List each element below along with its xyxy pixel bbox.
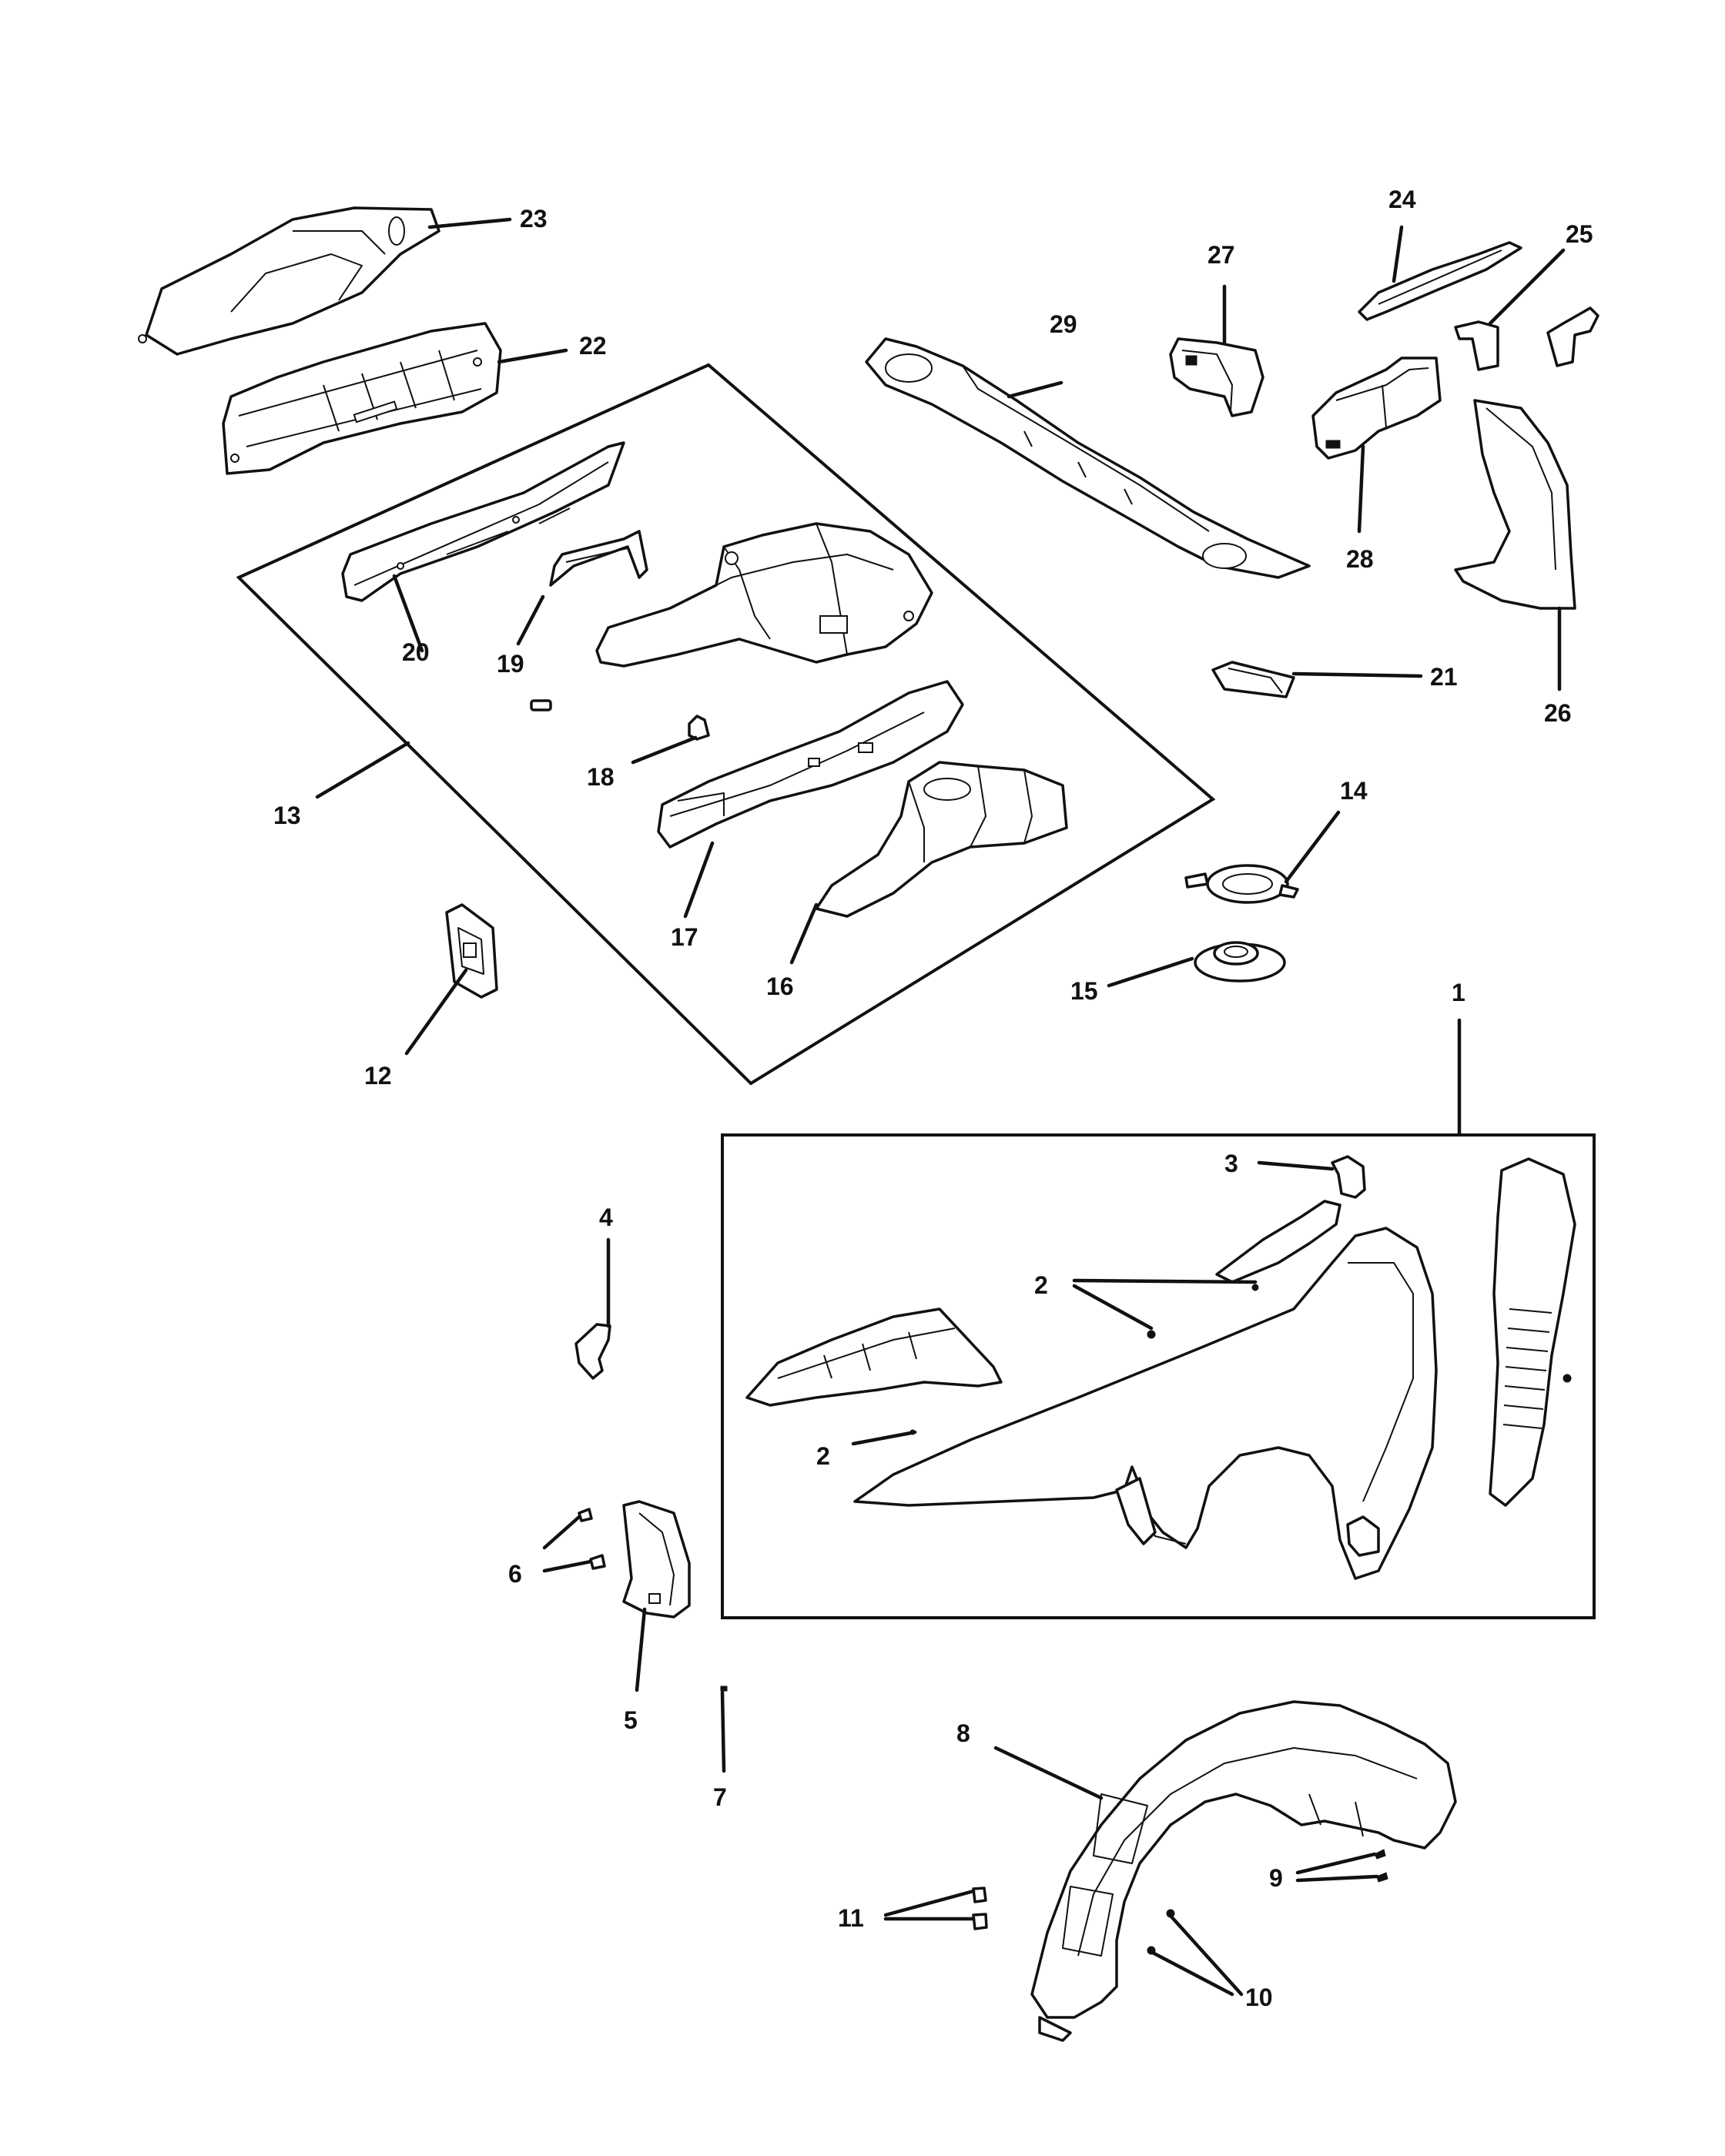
part-28-air-box bbox=[1311, 357, 1442, 460]
part-19-bracket bbox=[549, 530, 648, 587]
callout-15: 15 bbox=[1070, 977, 1098, 1005]
callout-27: 27 bbox=[1208, 241, 1235, 269]
callout-1: 1 bbox=[1452, 979, 1465, 1006]
part-14-insulator-ring bbox=[1184, 864, 1299, 904]
callout-10: 10 bbox=[1245, 1984, 1273, 2011]
callout-6: 6 bbox=[508, 1560, 522, 1588]
part-fender-top-strip bbox=[1215, 1200, 1341, 1284]
part-25-clips bbox=[1454, 306, 1599, 371]
group-13-frame bbox=[236, 363, 1216, 1086]
part-20-rail-reinforcement bbox=[341, 441, 625, 602]
part-8-wheelhouse-liner bbox=[1030, 1700, 1457, 2042]
part-17-front-rail-lower bbox=[657, 680, 964, 849]
callout-13: 13 bbox=[273, 802, 301, 829]
callout-4: 4 bbox=[599, 1204, 613, 1231]
callout-8: 8 bbox=[956, 1719, 970, 1747]
part-22-cowl-member bbox=[222, 322, 502, 475]
callout-16: 16 bbox=[766, 973, 794, 1000]
leader-lines bbox=[315, 217, 1566, 1997]
part-18-bracket-stud bbox=[530, 699, 710, 741]
part-5-bracket bbox=[622, 1500, 691, 1619]
part-21-small-bracket bbox=[1211, 661, 1295, 698]
part-fender bbox=[853, 1227, 1438, 1580]
callout-12: 12 bbox=[364, 1062, 392, 1090]
callout-7: 7 bbox=[713, 1783, 727, 1811]
callout-17: 17 bbox=[671, 923, 698, 951]
group-1-frame bbox=[721, 1133, 1596, 1619]
part-9-fasteners bbox=[1374, 1849, 1388, 1883]
part-24-strip bbox=[1358, 241, 1522, 321]
part-3-hinge-bracket bbox=[1331, 1155, 1366, 1199]
callout-25: 25 bbox=[1566, 220, 1593, 248]
part-7-pin bbox=[720, 1686, 728, 1692]
part-fender-liner-front bbox=[745, 1307, 1003, 1407]
callout-2: 2 bbox=[816, 1442, 830, 1470]
part-26-side-panel bbox=[1454, 399, 1576, 610]
callout-26: 26 bbox=[1544, 699, 1572, 727]
part-fender-side-shield bbox=[1489, 1157, 1576, 1507]
callout-labels: 1 2 2 3 4 5 6 7 8 9 10 11 12 13 14 15 16… bbox=[273, 186, 1593, 2011]
callout-21: 21 bbox=[1430, 663, 1458, 691]
callout-5: 5 bbox=[624, 1706, 638, 1734]
callout-23: 23 bbox=[520, 205, 548, 233]
callout-11: 11 bbox=[838, 1904, 864, 1932]
callout-20: 20 bbox=[402, 638, 430, 666]
part-29-cowl-top bbox=[865, 337, 1311, 579]
callout-14: 14 bbox=[1340, 777, 1368, 805]
callout-28: 28 bbox=[1346, 545, 1374, 573]
part-4-bracket bbox=[574, 1323, 611, 1380]
part-11-clips bbox=[972, 1886, 988, 1930]
callout-2: 2 bbox=[1034, 1271, 1048, 1299]
callout-19: 19 bbox=[497, 650, 524, 678]
part-12-plate bbox=[445, 903, 498, 999]
callout-29: 29 bbox=[1050, 310, 1077, 338]
callout-3: 3 bbox=[1224, 1150, 1238, 1177]
part-16-shock-tower bbox=[815, 761, 1068, 918]
part-27-bracket bbox=[1169, 337, 1264, 417]
callout-9: 9 bbox=[1269, 1864, 1283, 1892]
part-23-dash-panel bbox=[138, 206, 440, 356]
callout-22: 22 bbox=[579, 332, 607, 360]
callout-18: 18 bbox=[587, 763, 615, 791]
part-6-clips bbox=[578, 1508, 606, 1570]
part-rail-assembly-upper bbox=[595, 522, 933, 668]
callout-24: 24 bbox=[1388, 186, 1416, 213]
part-15-spring-seat bbox=[1194, 941, 1286, 983]
